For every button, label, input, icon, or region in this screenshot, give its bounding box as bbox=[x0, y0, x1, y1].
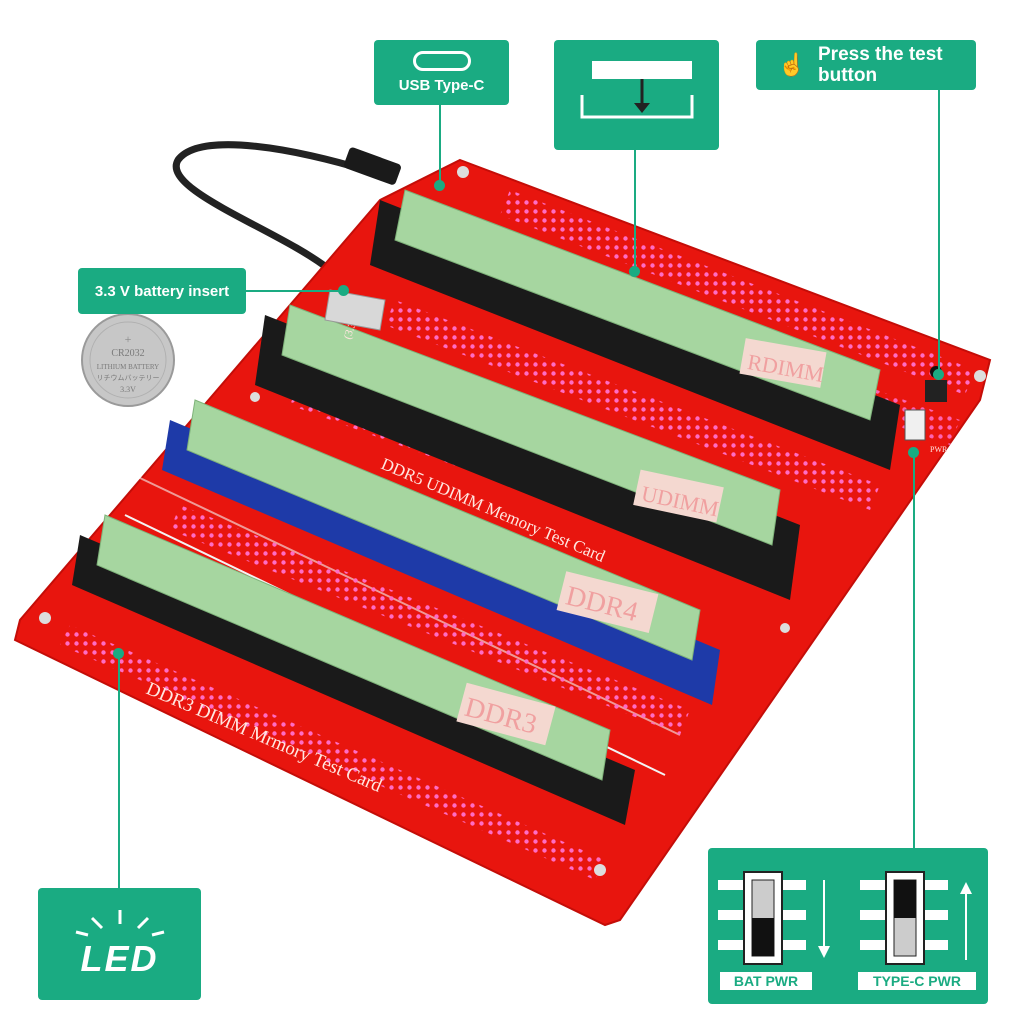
led-row-top bbox=[500, 190, 975, 395]
coin-line2: リチウムバッテリー bbox=[97, 374, 160, 382]
insert-module-icon bbox=[580, 61, 693, 119]
usb-callout: USB Type-C bbox=[374, 40, 509, 105]
test-button-callout: ☝ Press the test button bbox=[756, 40, 976, 90]
typec-pwr-label: TYPE-C PWR bbox=[858, 972, 976, 990]
typec-pwr-switch-icon bbox=[860, 871, 972, 965]
svg-text:+: + bbox=[125, 332, 132, 346]
battery-callout-text: 3.3 V battery insert bbox=[94, 282, 230, 300]
led-glow-icon bbox=[75, 910, 164, 937]
usb-callout-text: USB Type-C bbox=[398, 77, 485, 94]
usb-c-icon bbox=[412, 51, 471, 71]
usb-connector bbox=[343, 147, 401, 185]
coin-model: CR2032 bbox=[111, 348, 144, 359]
coin-line1: LITHIUM BATTERY bbox=[97, 363, 159, 371]
battery-holder bbox=[324, 289, 386, 331]
coin-battery bbox=[81, 313, 175, 407]
battery-callout: 3.3 V battery insert bbox=[78, 268, 246, 314]
usb-cable bbox=[172, 141, 367, 273]
test-button-text: Press the test button bbox=[818, 44, 943, 86]
led-row-rdimm bbox=[385, 300, 880, 510]
led-row-ddr4 bbox=[170, 505, 690, 735]
test-button bbox=[925, 380, 947, 402]
coin-voltage: 3.3V bbox=[120, 385, 136, 394]
bat-pwr-label: BAT PWR bbox=[720, 972, 812, 990]
led-row-ddr3 bbox=[60, 625, 605, 880]
switch-callout: BAT PWR TYPE-C PWR bbox=[708, 848, 988, 1004]
pwr-mark: PWR bbox=[930, 445, 948, 454]
insert-module-callout bbox=[554, 40, 719, 150]
led-callout-text: LED bbox=[80, 938, 159, 979]
power-switch bbox=[904, 409, 926, 441]
hand-pointer-icon: ☝ bbox=[778, 52, 806, 77]
bat-pwr-switch-icon bbox=[718, 871, 830, 965]
led-callout: LED bbox=[38, 888, 201, 1000]
